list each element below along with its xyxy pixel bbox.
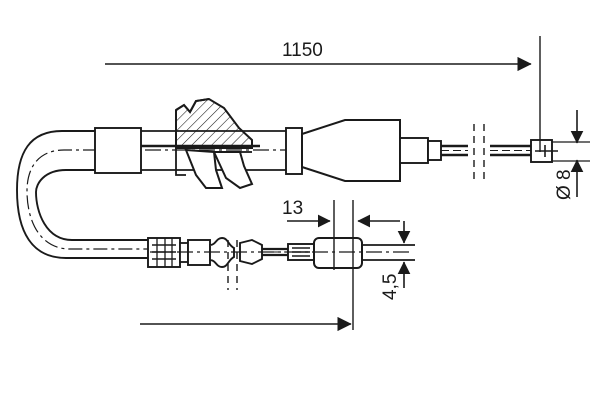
dimension-label-1150: 1150: [282, 40, 323, 61]
dimension-label-diameter8: Ø 8: [554, 169, 575, 200]
loop-centerline: [26, 149, 148, 250]
break-line-lower: [227, 240, 238, 290]
lower-cable-assembly: [147, 237, 415, 290]
dimension-overall-length: [105, 36, 541, 152]
mounting-bracket: [175, 97, 254, 190]
dimension-cable-diameter: [552, 110, 590, 197]
tapered-cone: [301, 119, 401, 182]
cable-loop: [16, 130, 148, 259]
shaft-after-cone: [399, 137, 442, 164]
dimension-label-13: 13: [282, 198, 303, 219]
cable-tail-lower: [362, 244, 415, 261]
dimension-end-fitting-length: [287, 200, 400, 330]
dimension-label-4-5: 4,5: [380, 274, 401, 300]
upper-cable-assembly: [16, 97, 558, 259]
break-line-upper: [473, 124, 485, 180]
sleeve-block: [94, 127, 142, 174]
collar-before-cone: [285, 127, 303, 175]
lower-end-fitting: [313, 237, 363, 269]
bare-cable-upper: [441, 144, 531, 157]
upper-end-fitting: [530, 139, 558, 163]
